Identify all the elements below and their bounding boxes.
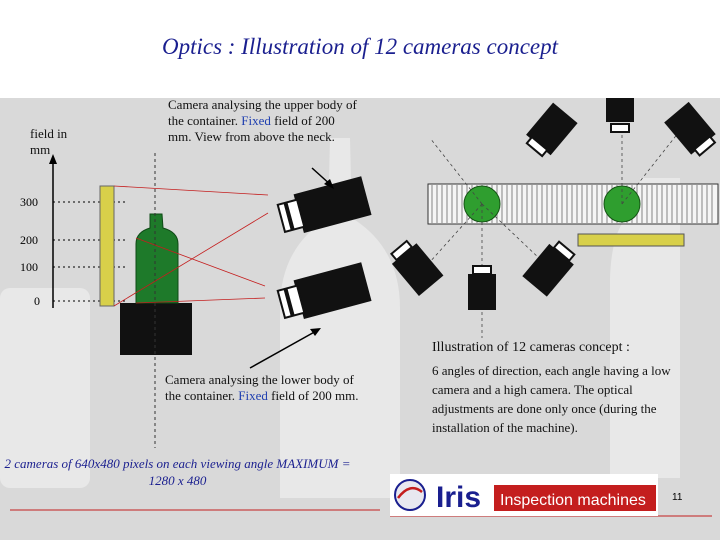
page-title: Optics : Illustration of 12 cameras conc… bbox=[161, 34, 559, 59]
logo-graphic: Iris Inspection machines bbox=[394, 479, 656, 514]
sight-line bbox=[113, 212, 269, 307]
logo-red-band bbox=[494, 485, 656, 511]
diagram-canvas bbox=[0, 98, 719, 517]
axis-label: field in mm bbox=[30, 126, 68, 157]
company-logo: Iris Inspection machines bbox=[390, 474, 658, 516]
lower-desc-text: Camera analysing the lower body of the c… bbox=[165, 372, 354, 403]
upper-camera-description: Camera analysing the upper body of the c… bbox=[168, 97, 358, 145]
tick-label-100: 100 bbox=[20, 260, 38, 274]
field-bar-top-view bbox=[577, 233, 685, 247]
lower-pointer-head bbox=[310, 328, 321, 336]
background-bottle bbox=[610, 178, 680, 478]
page-number: 11 bbox=[672, 492, 683, 503]
background-jar bbox=[0, 288, 90, 488]
sight-line bbox=[135, 237, 266, 287]
sight-line bbox=[113, 185, 269, 196]
tick-label-200: 200 bbox=[20, 233, 38, 247]
right-panel-text: 6 angles of direction, each angle having… bbox=[432, 363, 671, 435]
upper-camera bbox=[276, 176, 372, 234]
tick-label-300: 300 bbox=[20, 195, 38, 209]
green-bottle bbox=[135, 213, 179, 304]
upper-desc-highlight: Fixed bbox=[241, 113, 271, 128]
lower-camera-description: Camera analysing the lower body of the c… bbox=[165, 372, 365, 404]
right-panel-title: Illustration of 12 cameras concept : bbox=[432, 340, 630, 355]
sight-line bbox=[135, 297, 266, 304]
logo-swoosh-icon bbox=[397, 486, 423, 499]
pixels-note: 2 cameras of 640x480 pixels on each view… bbox=[4, 456, 351, 488]
axis-arrow bbox=[49, 154, 57, 164]
lower-desc-highlight: Fixed bbox=[238, 388, 268, 403]
pedestal bbox=[120, 303, 192, 355]
background-bottle bbox=[280, 138, 400, 498]
upper-desc-text: Camera analysing the upper body of the c… bbox=[168, 97, 357, 128]
lower-pointer-arrow bbox=[249, 329, 319, 369]
logo-globe-icon bbox=[394, 479, 426, 511]
top-view-cameras bbox=[389, 98, 717, 310]
logo-brand: Iris bbox=[436, 481, 481, 514]
field-bar bbox=[99, 185, 115, 307]
logo-tagline: Inspection machines bbox=[500, 492, 646, 509]
tick-label-0: 0 bbox=[34, 294, 40, 308]
lower-desc-text-end: field of 200 mm. bbox=[267, 388, 359, 403]
upper-pointer-head bbox=[324, 179, 334, 189]
lower-camera bbox=[276, 262, 372, 320]
upper-desc-text-end: field of 200 mm. View from above the nec… bbox=[168, 113, 335, 144]
